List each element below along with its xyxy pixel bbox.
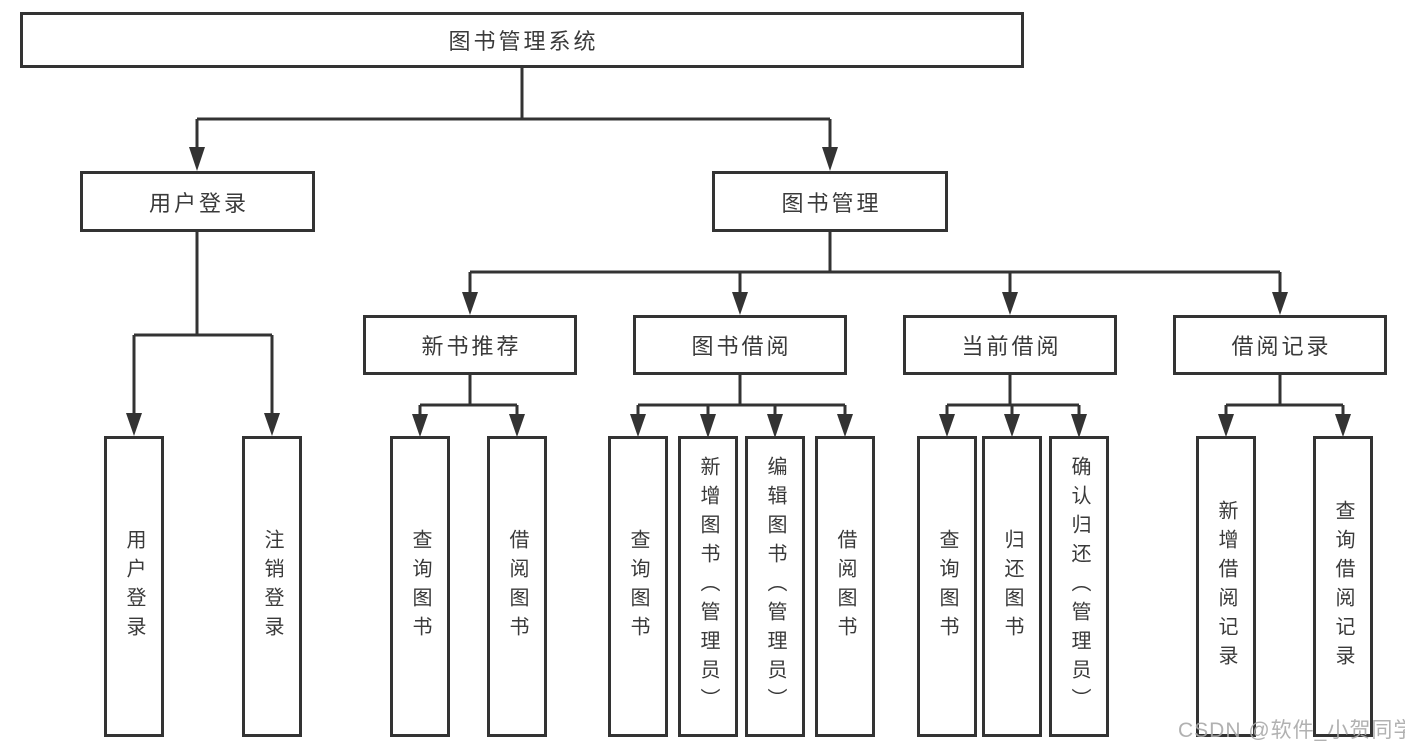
node-user-login-label: 用户登录 bbox=[148, 190, 249, 216]
node-borrow-records: 借阅记录 bbox=[1173, 315, 1387, 375]
leaf-add-borrow-record-label: 新增借阅记录 bbox=[1215, 499, 1237, 674]
leaf-user-login-label: 用户登录 bbox=[123, 528, 145, 645]
leaf-return-books: 归还图书 bbox=[982, 436, 1042, 737]
leaf-query-books-recommend: 查询图书 bbox=[390, 436, 450, 737]
node-book-borrow: 图书借阅 bbox=[633, 315, 847, 375]
node-root-label: 图书管理系统 bbox=[448, 29, 599, 54]
arrowhead-icons bbox=[126, 147, 1351, 438]
node-book-borrow-label: 图书借阅 bbox=[691, 334, 792, 359]
leaf-query-books-recommend-label: 查询图书 bbox=[409, 528, 431, 645]
leaf-add-books-admin: 新增图书（管理员） bbox=[678, 436, 738, 737]
node-book-management-label: 图书管理 bbox=[781, 190, 882, 216]
node-book-management: 图书管理 bbox=[712, 171, 948, 232]
leaf-borrow-books-recommend: 借阅图书 bbox=[487, 436, 547, 737]
leaf-edit-books-admin: 编辑图书（管理员） bbox=[745, 436, 805, 737]
leaf-query-books-current-label: 查询图书 bbox=[936, 528, 958, 645]
node-new-book-recommend-label: 新书推荐 bbox=[421, 334, 522, 359]
leaf-query-borrow-record-label: 查询借阅记录 bbox=[1332, 499, 1354, 674]
leaf-user-login: 用户登录 bbox=[104, 436, 164, 737]
leaf-add-borrow-record: 新增借阅记录 bbox=[1196, 436, 1256, 737]
leaf-logout: 注销登录 bbox=[242, 436, 302, 737]
leaf-add-books-admin-label: 新增图书（管理员） bbox=[697, 456, 719, 717]
node-user-login: 用户登录 bbox=[80, 171, 315, 232]
leaf-borrow-books-recommend-label: 借阅图书 bbox=[506, 528, 528, 645]
leaf-query-books-current: 查询图书 bbox=[917, 436, 977, 737]
leaf-query-books-borrow-label: 查询图书 bbox=[627, 528, 649, 645]
csdn-watermark: CSDN @软件_小贺同学 bbox=[1178, 719, 1405, 742]
leaf-edit-books-admin-label: 编辑图书（管理员） bbox=[764, 456, 786, 717]
leaf-return-books-label: 归还图书 bbox=[1001, 528, 1023, 645]
leaf-query-books-borrow: 查询图书 bbox=[608, 436, 668, 737]
leaf-query-borrow-record: 查询借阅记录 bbox=[1313, 436, 1373, 737]
node-root: 图书管理系统 bbox=[20, 12, 1024, 68]
leaf-borrow-books: 借阅图书 bbox=[815, 436, 875, 737]
leaf-confirm-return-admin: 确认归还（管理员） bbox=[1049, 436, 1109, 737]
node-current-borrow-label: 当前借阅 bbox=[961, 334, 1062, 359]
leaf-borrow-books-label: 借阅图书 bbox=[834, 528, 856, 645]
leaf-confirm-return-admin-label: 确认归还（管理员） bbox=[1068, 456, 1090, 717]
node-current-borrow: 当前借阅 bbox=[903, 315, 1117, 375]
node-borrow-records-label: 借阅记录 bbox=[1231, 334, 1332, 359]
leaf-logout-label: 注销登录 bbox=[261, 528, 283, 645]
node-new-book-recommend: 新书推荐 bbox=[363, 315, 577, 375]
